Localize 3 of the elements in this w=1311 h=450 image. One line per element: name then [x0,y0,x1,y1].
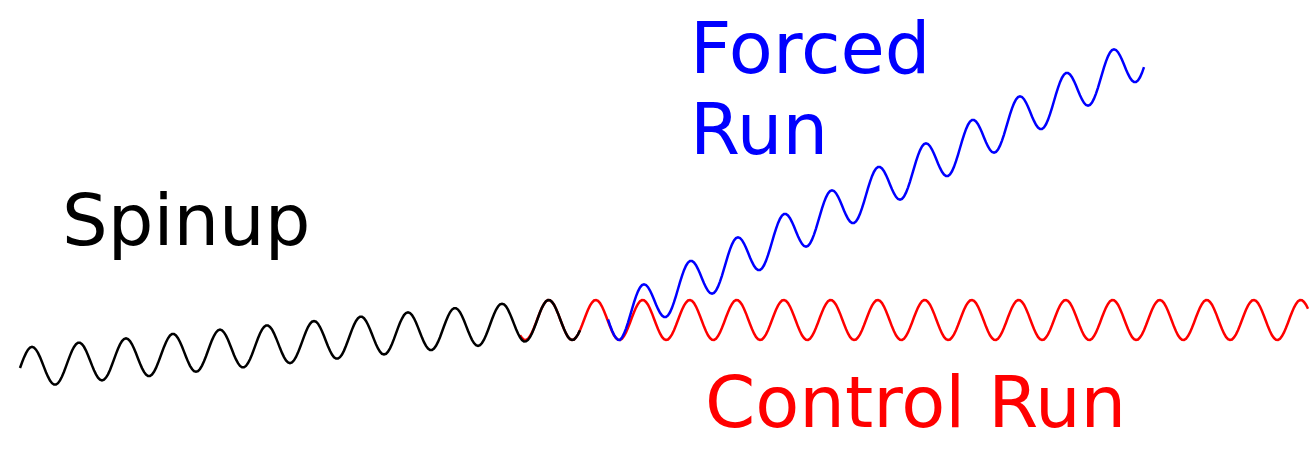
run-label: Forced Run [690,8,932,170]
run-label: Control Run [705,362,1128,443]
run-label: Spinup [62,180,312,261]
